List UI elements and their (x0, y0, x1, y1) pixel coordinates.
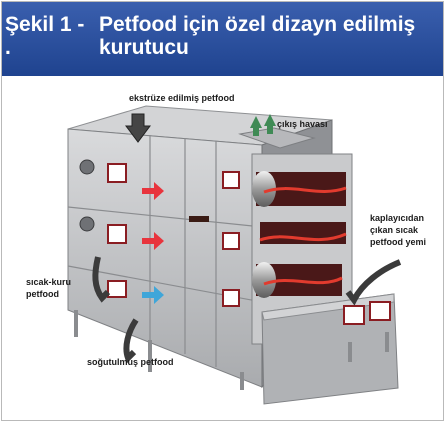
belt-middle (259, 222, 347, 244)
label-coater-line1: kaplayıcıdan (370, 213, 425, 223)
belt-lower (252, 262, 343, 298)
figure-title-line2: kurutucu (99, 36, 189, 59)
hot-dry-outlet-arrow (92, 256, 111, 303)
belt-upper (252, 171, 347, 207)
figure-title-line1: Petfood için özel dizayn edilmiş (99, 13, 416, 36)
roller (252, 262, 276, 298)
fan-units (79, 159, 95, 232)
inspection-window (343, 305, 365, 325)
figure-number: Şekil 1 - (5, 13, 85, 36)
support-legs (74, 310, 389, 390)
front-inspection-windows (107, 163, 240, 307)
exhaust-arrows (250, 114, 276, 136)
label-exhaust-air: çıkış havası (277, 119, 328, 129)
inlet-arrow (125, 113, 151, 143)
cool-air-arrow (142, 286, 164, 304)
coater-inlet-arrow (345, 259, 402, 306)
cooled-outlet-arrow (123, 318, 139, 364)
label-coater-line3: petfood yemi (370, 237, 427, 247)
label-extruded-petfood: ekstrüze edilmiş petfood (129, 93, 235, 103)
hot-air-arrows (142, 182, 164, 250)
figure-header (2, 2, 443, 76)
inspection-window (369, 301, 391, 321)
roller (252, 171, 276, 207)
label-hot-dry-line2: petfood (26, 289, 59, 299)
label-hot-dry-line1: sıcak-kuru (26, 277, 72, 287)
brand-plate (189, 216, 209, 222)
label-coater-line2: çıkan sıcak (370, 225, 419, 235)
label-cooled-petfood: soğutulmuş petfood (87, 357, 174, 367)
figure-number-dot: . (5, 36, 11, 59)
